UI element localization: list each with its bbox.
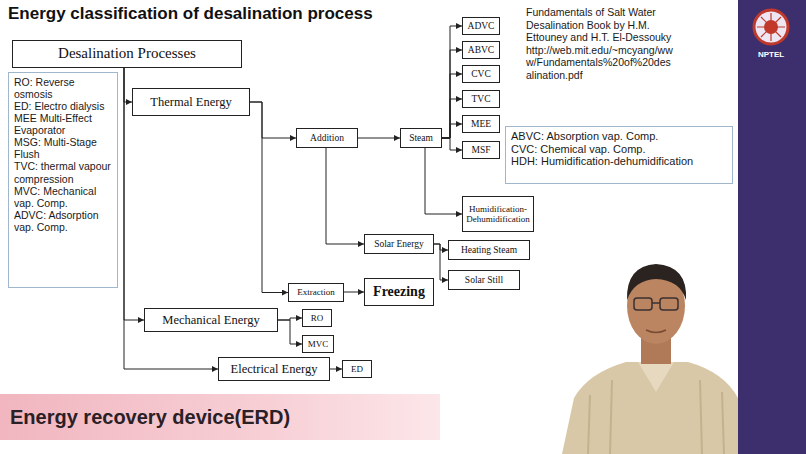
method-box: TVC — [462, 90, 500, 108]
node-text: RO: Reverse osmosis — [14, 76, 112, 100]
abbreviation-box: ABVC: Absorption vap. Comp.CVC: Chemical… — [505, 126, 733, 184]
node-text: RO — [311, 313, 324, 323]
node-text: Addition — [310, 133, 344, 144]
node-text: Humidification-Dehumidification — [466, 204, 529, 225]
connector-arrow — [124, 68, 132, 102]
node-text: ABVC: Absorption vap. Comp. — [511, 130, 658, 143]
method-box: MSF — [462, 141, 500, 159]
connector-arrow — [442, 26, 462, 138]
glasses-bridge — [652, 302, 660, 304]
process-box: Addition — [296, 128, 358, 148]
node-text: Solar Energy — [374, 239, 424, 250]
node-text: MEE Multi-Effect Evaporator — [14, 112, 112, 136]
method-box: CVC — [462, 65, 500, 83]
method-box: ED — [342, 360, 372, 378]
node-text: ED — [351, 364, 363, 374]
node-text: MVC — [308, 339, 329, 349]
node-text: CVC: Chemical vap. Comp. — [511, 143, 646, 156]
node-text: Desalination Processes — [58, 45, 196, 62]
root-box: Desalination Processes — [12, 40, 242, 68]
node-text: MSG: Multi-Stage Flush — [14, 136, 112, 160]
node-text: Steam — [409, 133, 433, 144]
node-text: Electrical Energy — [231, 362, 318, 376]
connector-arrow — [442, 138, 462, 150]
abbreviation-box: RO: Reverse osmosisED: Electro dialysisM… — [8, 72, 118, 288]
node-text: TVC: thermal vapour compression — [14, 160, 112, 184]
node-text: Energy recovery device(ERD) — [10, 406, 290, 429]
method-box: Solar Still — [448, 270, 520, 290]
node-text: Extraction — [297, 287, 335, 297]
method-box: MVC — [302, 335, 334, 353]
reference-note: Fundamentals of Salt Water Desalination … — [526, 6, 676, 82]
slide-title: Energy classification of desalination pr… — [8, 4, 373, 24]
connector-arrow — [358, 138, 400, 139]
mouth — [646, 330, 666, 333]
node-text: ADVC — [468, 21, 495, 32]
topic-band: Energy recovery device(ERD) — [0, 394, 440, 440]
node-text: ED: Electro dialysis — [14, 100, 104, 112]
hair — [627, 264, 686, 300]
node-text: ADVC: Adsorption vap. Comp. — [14, 209, 112, 233]
node-text: Heating Steam — [461, 245, 517, 256]
method-box: Humidification-Dehumidification — [462, 196, 534, 232]
method-box: ABVC — [462, 41, 500, 59]
process-box: Steam — [400, 128, 442, 148]
process-box: Solar Energy — [364, 234, 434, 254]
side-strip — [738, 0, 806, 454]
connector-arrow — [330, 369, 342, 370]
energy-box: Mechanical Energy — [144, 308, 278, 332]
node-text: MEE — [471, 119, 491, 130]
process-box: Extraction — [288, 283, 344, 302]
method-box: ADVC — [462, 17, 500, 35]
collar — [638, 362, 674, 392]
connector-arrow — [250, 102, 296, 138]
method-box: Heating Steam — [448, 240, 530, 260]
logo-ring — [754, 10, 788, 44]
method-box: Freezing — [364, 278, 434, 306]
node-text: Thermal Energy — [150, 95, 231, 109]
method-box: MEE — [462, 115, 500, 133]
presenter-photo — [562, 264, 738, 454]
node-text: MSF — [471, 145, 490, 156]
connector-arrow — [250, 102, 288, 293]
node-text: ABVC — [468, 45, 494, 56]
node-text: Solar Still — [465, 275, 503, 286]
energy-box: Thermal Energy — [132, 88, 250, 116]
connector-arrow — [442, 99, 462, 138]
logo-rays — [757, 13, 785, 41]
node-text: HDH: Humidification-dehumidification — [511, 155, 693, 168]
connector-arrow — [425, 148, 462, 214]
connector-arrow — [326, 148, 364, 244]
energy-box: Electrical Energy — [218, 357, 330, 381]
node-text: MVC: Mechanical vap. Comp. — [14, 185, 112, 209]
connector-arrow — [434, 244, 448, 280]
connector-arrow — [434, 244, 448, 250]
connector-arrow — [442, 50, 462, 138]
glasses-left — [634, 298, 652, 310]
logo-text: NPTEL — [742, 50, 800, 59]
node-text: Mechanical Energy — [162, 313, 259, 327]
node-text: Freezing — [373, 284, 425, 300]
node-text: TVC — [472, 94, 491, 105]
glasses-right — [660, 298, 678, 310]
connector-arrow — [278, 320, 302, 344]
connector-arrow — [442, 124, 462, 138]
shirt — [562, 362, 738, 454]
connector-arrow — [344, 292, 364, 293]
node-text: CVC — [471, 69, 491, 80]
connector-arrow — [442, 74, 462, 138]
method-box: RO — [302, 309, 332, 327]
